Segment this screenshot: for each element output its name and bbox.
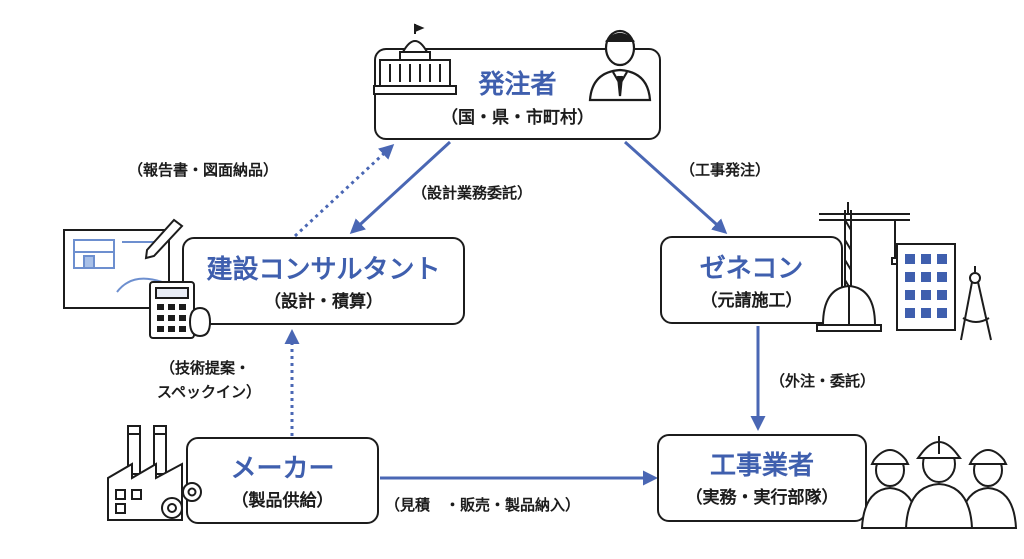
general-contractor-title: ゼネコン	[699, 254, 804, 284]
label-tech-proposal-1: （技術提案・	[160, 359, 251, 377]
label-sales-delivery: （見積 ・販売・製品納入）	[385, 496, 581, 514]
factory-gears-icon	[107, 425, 202, 521]
businessman-icon	[588, 29, 652, 102]
general-contractor-subtitle: （元請施工）	[700, 291, 803, 311]
consultant-title: 建設コンサルタント	[206, 255, 441, 285]
manufacturer-title: メーカー	[230, 454, 335, 484]
blueprint-calculator-icon	[63, 218, 212, 339]
workers-helmets-icon	[860, 436, 1018, 529]
manufacturer-node: メーカー （製品供給）	[186, 437, 379, 524]
label-report-delivery: （報告書・図面納品）	[128, 161, 279, 179]
contractor-title: 工事業者	[709, 451, 814, 481]
contractor-subtitle: （実務・実行部隊）	[685, 488, 839, 508]
arrow-report-delivery	[293, 143, 395, 238]
client-title: 発注者	[478, 70, 557, 100]
manufacturer-subtitle: （製品供給）	[231, 491, 334, 511]
arrow-design-commission	[349, 140, 452, 235]
government-building-icon	[373, 23, 457, 95]
crane-building-helmet-icon	[816, 202, 992, 341]
label-design-commission: （設計業務委託）	[412, 184, 533, 202]
consultant-node: 建設コンサルタント （設計・積算）	[182, 237, 465, 325]
contractor-node: 工事業者 （実務・実行部隊）	[657, 434, 867, 522]
arrow-construction-order	[623, 140, 728, 235]
label-outsourcing: （外注・委託）	[770, 372, 876, 390]
consultant-subtitle: （設計・積算）	[264, 292, 383, 312]
general-contractor-node: ゼネコン （元請施工）	[660, 236, 843, 324]
label-construction-order: （工事発注）	[680, 161, 771, 179]
client-subtitle: （国・県・市町村）	[441, 108, 594, 128]
label-tech-proposal-2: スペックイン）	[157, 383, 261, 401]
